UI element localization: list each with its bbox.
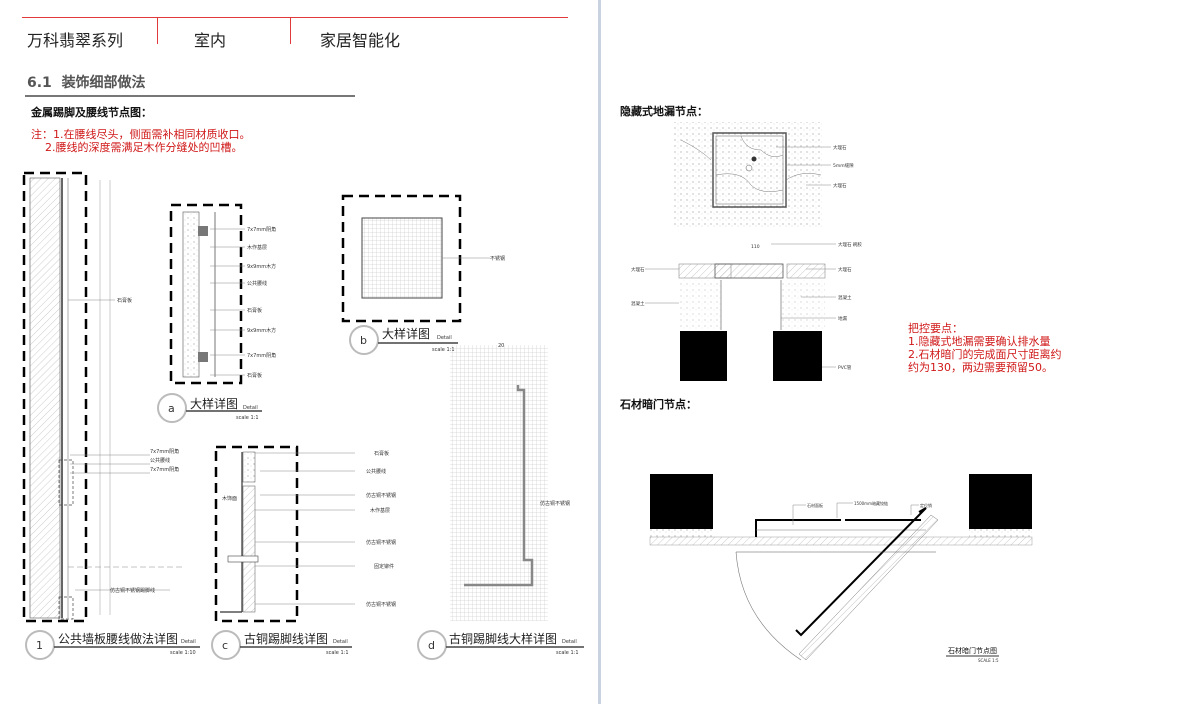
svg-text:木作基层: 木作基层 [247, 244, 267, 251]
svg-text:仿古铜不锈钢: 仿古铜不锈钢 [366, 601, 396, 608]
label: 混凝土 [631, 300, 645, 307]
detail-1-scale: scale 1:10 [170, 650, 196, 656]
door-plan-drawing: 石材面板 1500mm暗藏铰链 定位销 石材暗门节点图 SCALE 1:5 [649, 474, 1033, 663]
detail-a-id: a [168, 402, 175, 415]
detail-a-scale: scale 1:1 [236, 415, 259, 421]
header-topic: 家居智能化 [320, 31, 401, 50]
key-point-1: 1.隐藏式地漏需要确认排水量 [908, 335, 1051, 348]
svg-text:公共腰线: 公共腰线 [247, 280, 267, 287]
label: 大理石 [833, 144, 847, 151]
detail-b-title: 大样详图 [382, 326, 430, 341]
svg-text:大理石: 大理石 [631, 266, 645, 273]
label: 大理石 [838, 266, 852, 273]
header-separator [290, 17, 291, 44]
label: 石材面板 [807, 502, 823, 508]
door-caption-title: 石材暗门节点图 [948, 646, 997, 655]
svg-text:石膏板: 石膏板 [247, 372, 262, 379]
label: 仿古铜不锈钢踢脚线 [110, 587, 155, 594]
svg-text:仿古铜不锈钢: 仿古铜不锈钢 [366, 539, 396, 546]
svg-text:7x7mm阴角: 7x7mm阴角 [150, 448, 179, 455]
section-heading: 6.1 装饰细部做法 [27, 72, 146, 92]
svg-text:石膏板: 石膏板 [247, 307, 262, 314]
detail-1-id: 1 [36, 639, 43, 652]
detail-d-title: 古铜踢脚线大样详图 [449, 631, 557, 646]
detail-c-title: 古铜踢脚线详图 [244, 631, 328, 646]
detail-d-tag: Detail [562, 639, 577, 645]
section-number: 6.1 [27, 75, 52, 91]
svg-text:公共腰线: 公共腰线 [150, 457, 170, 464]
label: 1500mm暗藏铰链 [854, 500, 888, 506]
detail-d-drawing: 20 仿古铜不锈钢 d 古铜踢脚线大样详图 Detail scale 1:1 [417, 343, 584, 660]
note-2: 2.腰线的深度需满足木作分缝处的凹槽。 [45, 141, 243, 154]
detail-d-scale: scale 1:1 [556, 650, 579, 656]
header-rule [22, 17, 568, 18]
svg-text:仿古铜不锈钢: 仿古铜不锈钢 [540, 500, 570, 507]
detail-b-scale: scale 1:1 [432, 347, 455, 353]
header-brand: 万科翡翠系列 [27, 31, 124, 50]
detail-c-scale: scale 1:1 [326, 650, 349, 656]
detail-1-title: 公共墙板腰线做法详图 [58, 631, 178, 646]
key-points-heading: 把控要点： [908, 322, 963, 335]
svg-text:9x9mm木方: 9x9mm木方 [247, 263, 276, 270]
label: PVC管 [838, 364, 852, 371]
label: 石膏板 [374, 450, 389, 457]
page-divider [598, 0, 601, 704]
label: 石膏板 [117, 297, 132, 304]
label: 混凝土 [838, 294, 852, 301]
key-point-2: 2.石材暗门的完成面尺寸距离约 [908, 348, 1062, 361]
detail-c-tag: Detail [333, 639, 348, 645]
svg-text:9x9mm木方: 9x9mm木方 [247, 327, 276, 334]
document-page-right: 隐藏式地漏节点： 石材暗门节点： 把控要点： 1.隐藏式地漏需要确认排水量 2.… [601, 0, 1200, 704]
detail-a-title: 大样详图 [190, 396, 238, 411]
detail-a-tag: Detail [243, 405, 258, 411]
detail-b-drawing: 不锈钢 b 大样详图 Detail scale 1:1 [341, 194, 505, 355]
document-page-left: 万科翡翠系列 室内 家居智能化 6.1 装饰细部做法 金属踢脚及腰线节点图： 注… [0, 0, 598, 704]
header-category: 室内 [194, 31, 227, 50]
svg-text:20: 20 [498, 343, 504, 349]
svg-text:仿古铜不锈钢: 仿古铜不锈钢 [366, 492, 396, 499]
label: 公共腰线 [366, 468, 386, 475]
label: 地漏 [838, 315, 847, 322]
section-rule [25, 95, 355, 97]
label: 5mm缝隙 [833, 162, 854, 169]
door-caption-scale: SCALE 1:5 [978, 658, 999, 663]
svg-text:7x7mm阴角: 7x7mm阴角 [247, 352, 276, 359]
header-separator [157, 17, 158, 44]
label: 木饰面 [222, 495, 237, 502]
detail-c-id: c [222, 639, 228, 652]
detail-1-tag: Detail [181, 639, 196, 645]
section-title: 装饰细部做法 [61, 75, 146, 91]
label: 大理石 [833, 182, 847, 189]
label: 固定铆件 [374, 563, 394, 570]
left-subtitle: 金属踢脚及腰线节点图： [31, 106, 152, 119]
label: 木作基层 [370, 507, 390, 514]
note-1: 注：1.在腰线尽头，侧面需补相同材质收口。 [31, 128, 251, 141]
detail-b-tag: Detail [437, 335, 452, 341]
svg-text:7x7mm阴角: 7x7mm阴角 [247, 226, 276, 233]
door-title: 石材暗门节点： [620, 398, 697, 411]
svg-text:7x7mm阴角: 7x7mm阴角 [150, 466, 179, 473]
svg-text:110: 110 [751, 244, 760, 250]
drain-title: 隐藏式地漏节点： [620, 105, 708, 118]
label: 定位销 [920, 502, 932, 508]
key-point-3: 约为130，两边需要预留50。 [908, 361, 1053, 374]
detail-d-id: d [428, 639, 435, 652]
svg-text:不锈钢: 不锈钢 [490, 255, 505, 262]
label: 大理石 刷胶 [838, 241, 862, 248]
detail-b-id: b [360, 334, 367, 347]
detail-1-caption: 1 公共墙板腰线做法详图 Detail scale 1:10 [25, 630, 200, 660]
